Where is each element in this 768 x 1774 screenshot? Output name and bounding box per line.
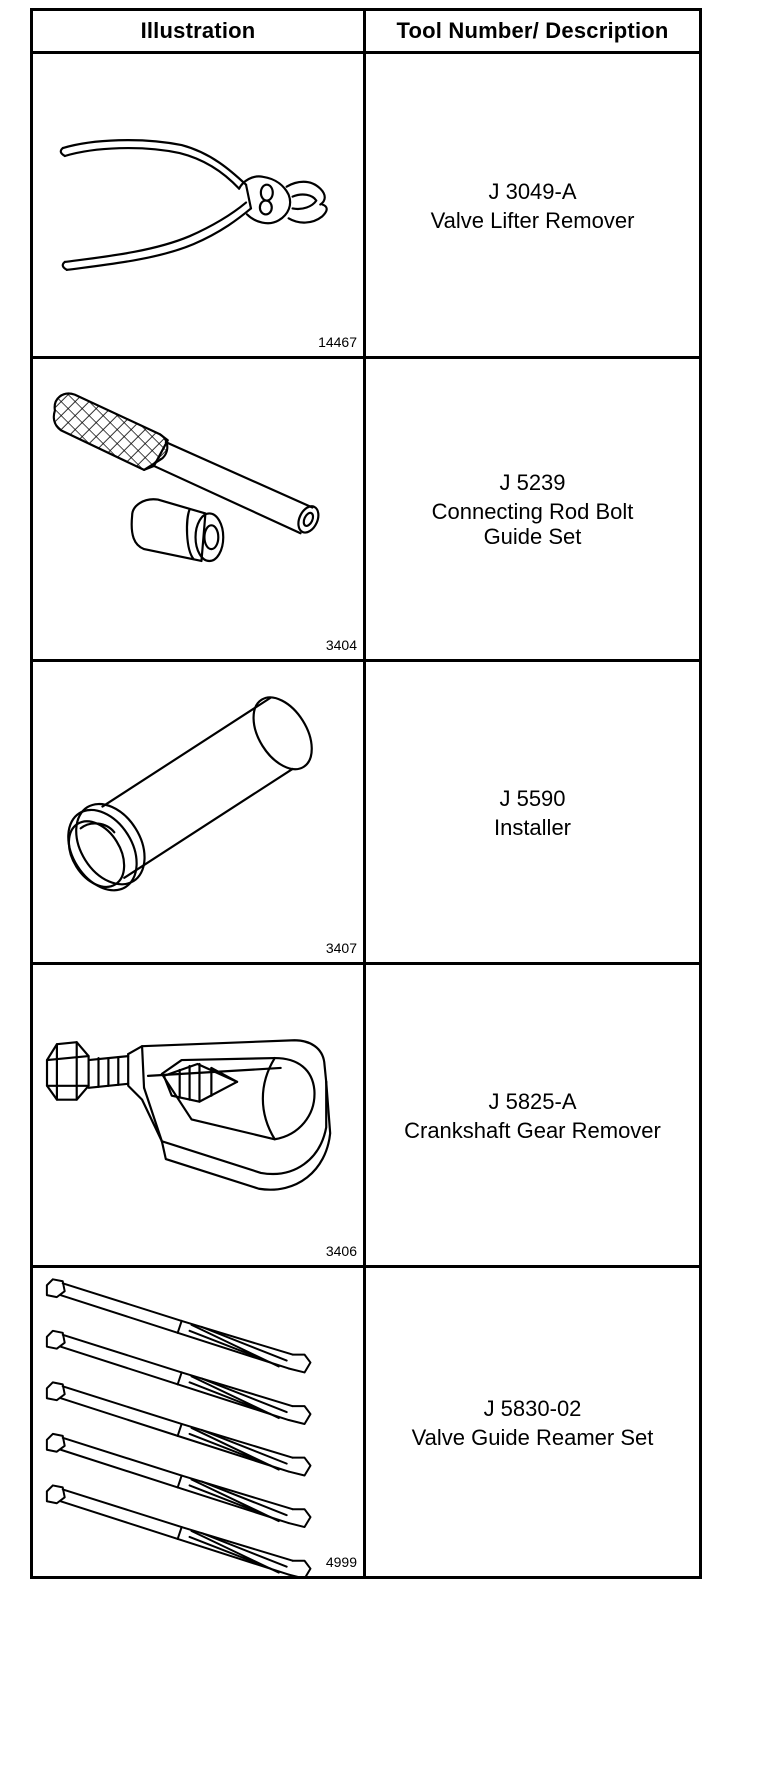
figure-number: 4999: [325, 1554, 357, 1570]
tool-number: J 3049-A: [488, 178, 577, 204]
description-cell: J 3049-A Valve Lifter Remover: [366, 54, 699, 356]
description-cell: J 5825-A Crankshaft Gear Remover: [366, 965, 699, 1265]
reamer-set-icon: [45, 1278, 312, 1576]
guide-set-icon: [52, 392, 320, 563]
table-row: 3407 J 5590 Installer: [33, 662, 699, 965]
description-cell: J 5239 Connecting Rod Bolt Guide Set: [366, 359, 699, 659]
tool-description: Installer: [493, 814, 572, 840]
tool-description: Crankshaft Gear Remover: [404, 1117, 661, 1143]
header-tool-description: Tool Number/ Description: [396, 18, 669, 43]
pliers-icon: [59, 139, 328, 271]
tool-description: Valve Guide Reamer Set: [411, 1424, 654, 1450]
tool-number: J 5239: [499, 470, 566, 496]
illustration-cell: 3406: [33, 965, 366, 1265]
tool-table: Illustration Tool Number/ Description: [30, 8, 702, 1579]
illustration-cell: 3404: [33, 359, 366, 659]
figure-number: 3407: [325, 940, 357, 956]
illustration-cell: 14467: [33, 54, 366, 356]
table-row: 14467 J 3049-A Valve Lifter Remover: [33, 54, 699, 359]
tool-description: Connecting Rod Bolt Guide Set: [431, 499, 634, 550]
tool-number: J 5825-A: [488, 1088, 577, 1114]
illustration-cell: 4999: [33, 1268, 366, 1576]
table-row: 3406 J 5825-A Crankshaft Gear Remover: [33, 965, 699, 1268]
illustration-cell: 3407: [33, 662, 366, 962]
tool-number: J 5830-02: [483, 1395, 582, 1421]
cylinder-installer-icon: [67, 696, 313, 892]
gear-puller-icon: [45, 1039, 332, 1191]
description-cell: J 5590 Installer: [366, 662, 699, 962]
table-row: 3404 J 5239 Connecting Rod Bolt Guide Se…: [33, 359, 699, 662]
tool-description: Valve Lifter Remover: [430, 207, 635, 233]
table-header: Illustration Tool Number/ Description: [33, 11, 699, 54]
figure-number: 3406: [325, 1243, 357, 1259]
description-cell: J 5830-02 Valve Guide Reamer Set: [366, 1268, 699, 1576]
figure-number: 14467: [318, 334, 357, 350]
header-illustration: Illustration: [33, 11, 366, 51]
figure-number: 3404: [325, 637, 357, 653]
tool-number: J 5590: [499, 785, 566, 811]
table-row: 4999 J 5830-02 Valve Guide Reamer Set: [33, 1268, 699, 1576]
